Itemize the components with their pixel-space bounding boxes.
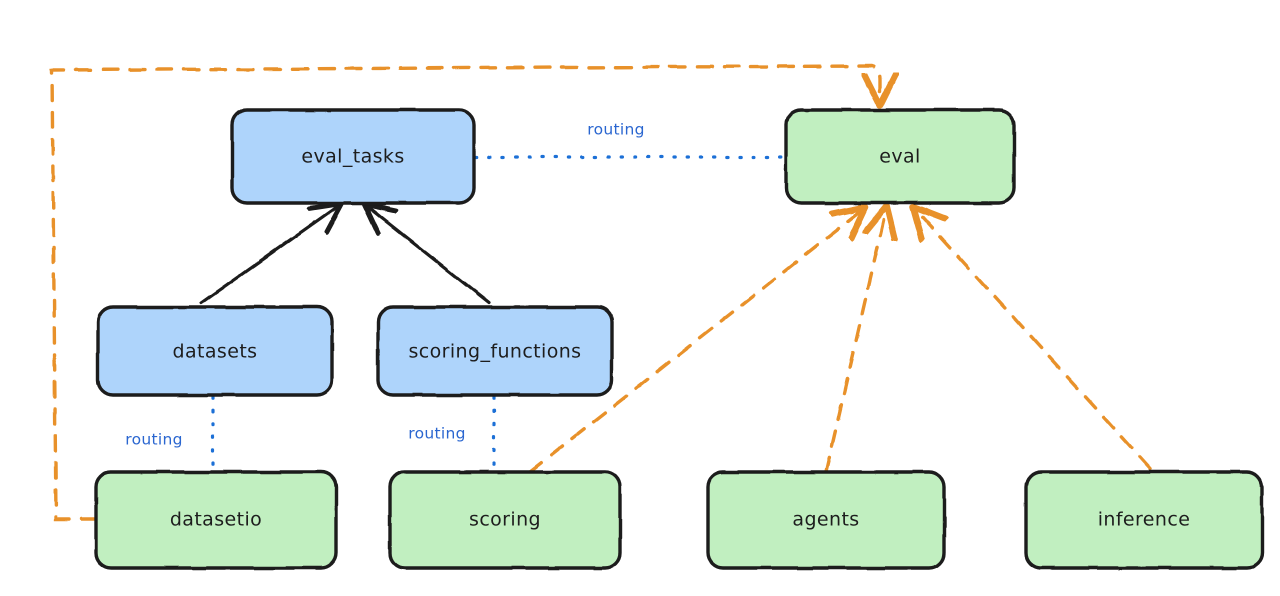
node-datasetio-shape: [94, 470, 338, 570]
node-datasets-shape: [96, 305, 334, 397]
node-scoring[interactable]: scoring: [388, 470, 622, 570]
edge-datasetio-eval: [50, 64, 880, 521]
node-eval-shape: [784, 108, 1016, 205]
edge-scoring-eval: [528, 210, 862, 474]
edge-label-routing-scoring-functions-scoring: routing: [408, 425, 466, 443]
node-scoring-shape: [388, 470, 622, 570]
node-eval-tasks[interactable]: eval_tasks: [230, 108, 476, 205]
node-agents-shape: [706, 470, 946, 570]
node-eval-tasks-label: eval_tasks: [301, 146, 404, 168]
edge-scoring-functions-to-eval-tasks: [368, 207, 491, 305]
node-scoring-label: scoring: [469, 509, 541, 531]
node-datasetio-label: datasetio: [170, 509, 262, 531]
edge-label-routing-datasets-datasetio: routing: [125, 431, 183, 449]
edge-agents-eval: [824, 210, 886, 474]
node-datasetio[interactable]: datasetio: [94, 470, 338, 570]
node-scoring-functions[interactable]: scoring_functions: [376, 305, 614, 397]
node-eval-tasks-shape: [230, 108, 476, 205]
edge-datasets-to-eval-tasks: [199, 206, 338, 305]
node-eval-label: eval: [879, 146, 920, 168]
node-eval[interactable]: eval: [784, 108, 1016, 205]
node-scoring-functions-shape: [376, 305, 614, 397]
edge-inference-eval: [916, 210, 1152, 470]
node-inference-label: inference: [1098, 509, 1191, 531]
node-datasets[interactable]: datasets: [96, 305, 334, 397]
node-agents[interactable]: agents: [706, 470, 946, 570]
node-scoring-functions-label: scoring_functions: [409, 341, 582, 363]
node-inference-shape: [1024, 470, 1264, 570]
node-datasets-label: datasets: [173, 341, 258, 363]
node-inference[interactable]: inference: [1024, 470, 1264, 570]
node-agents-label: agents: [792, 509, 859, 531]
edge-label-routing-eval-tasks-eval: routing: [587, 121, 645, 139]
